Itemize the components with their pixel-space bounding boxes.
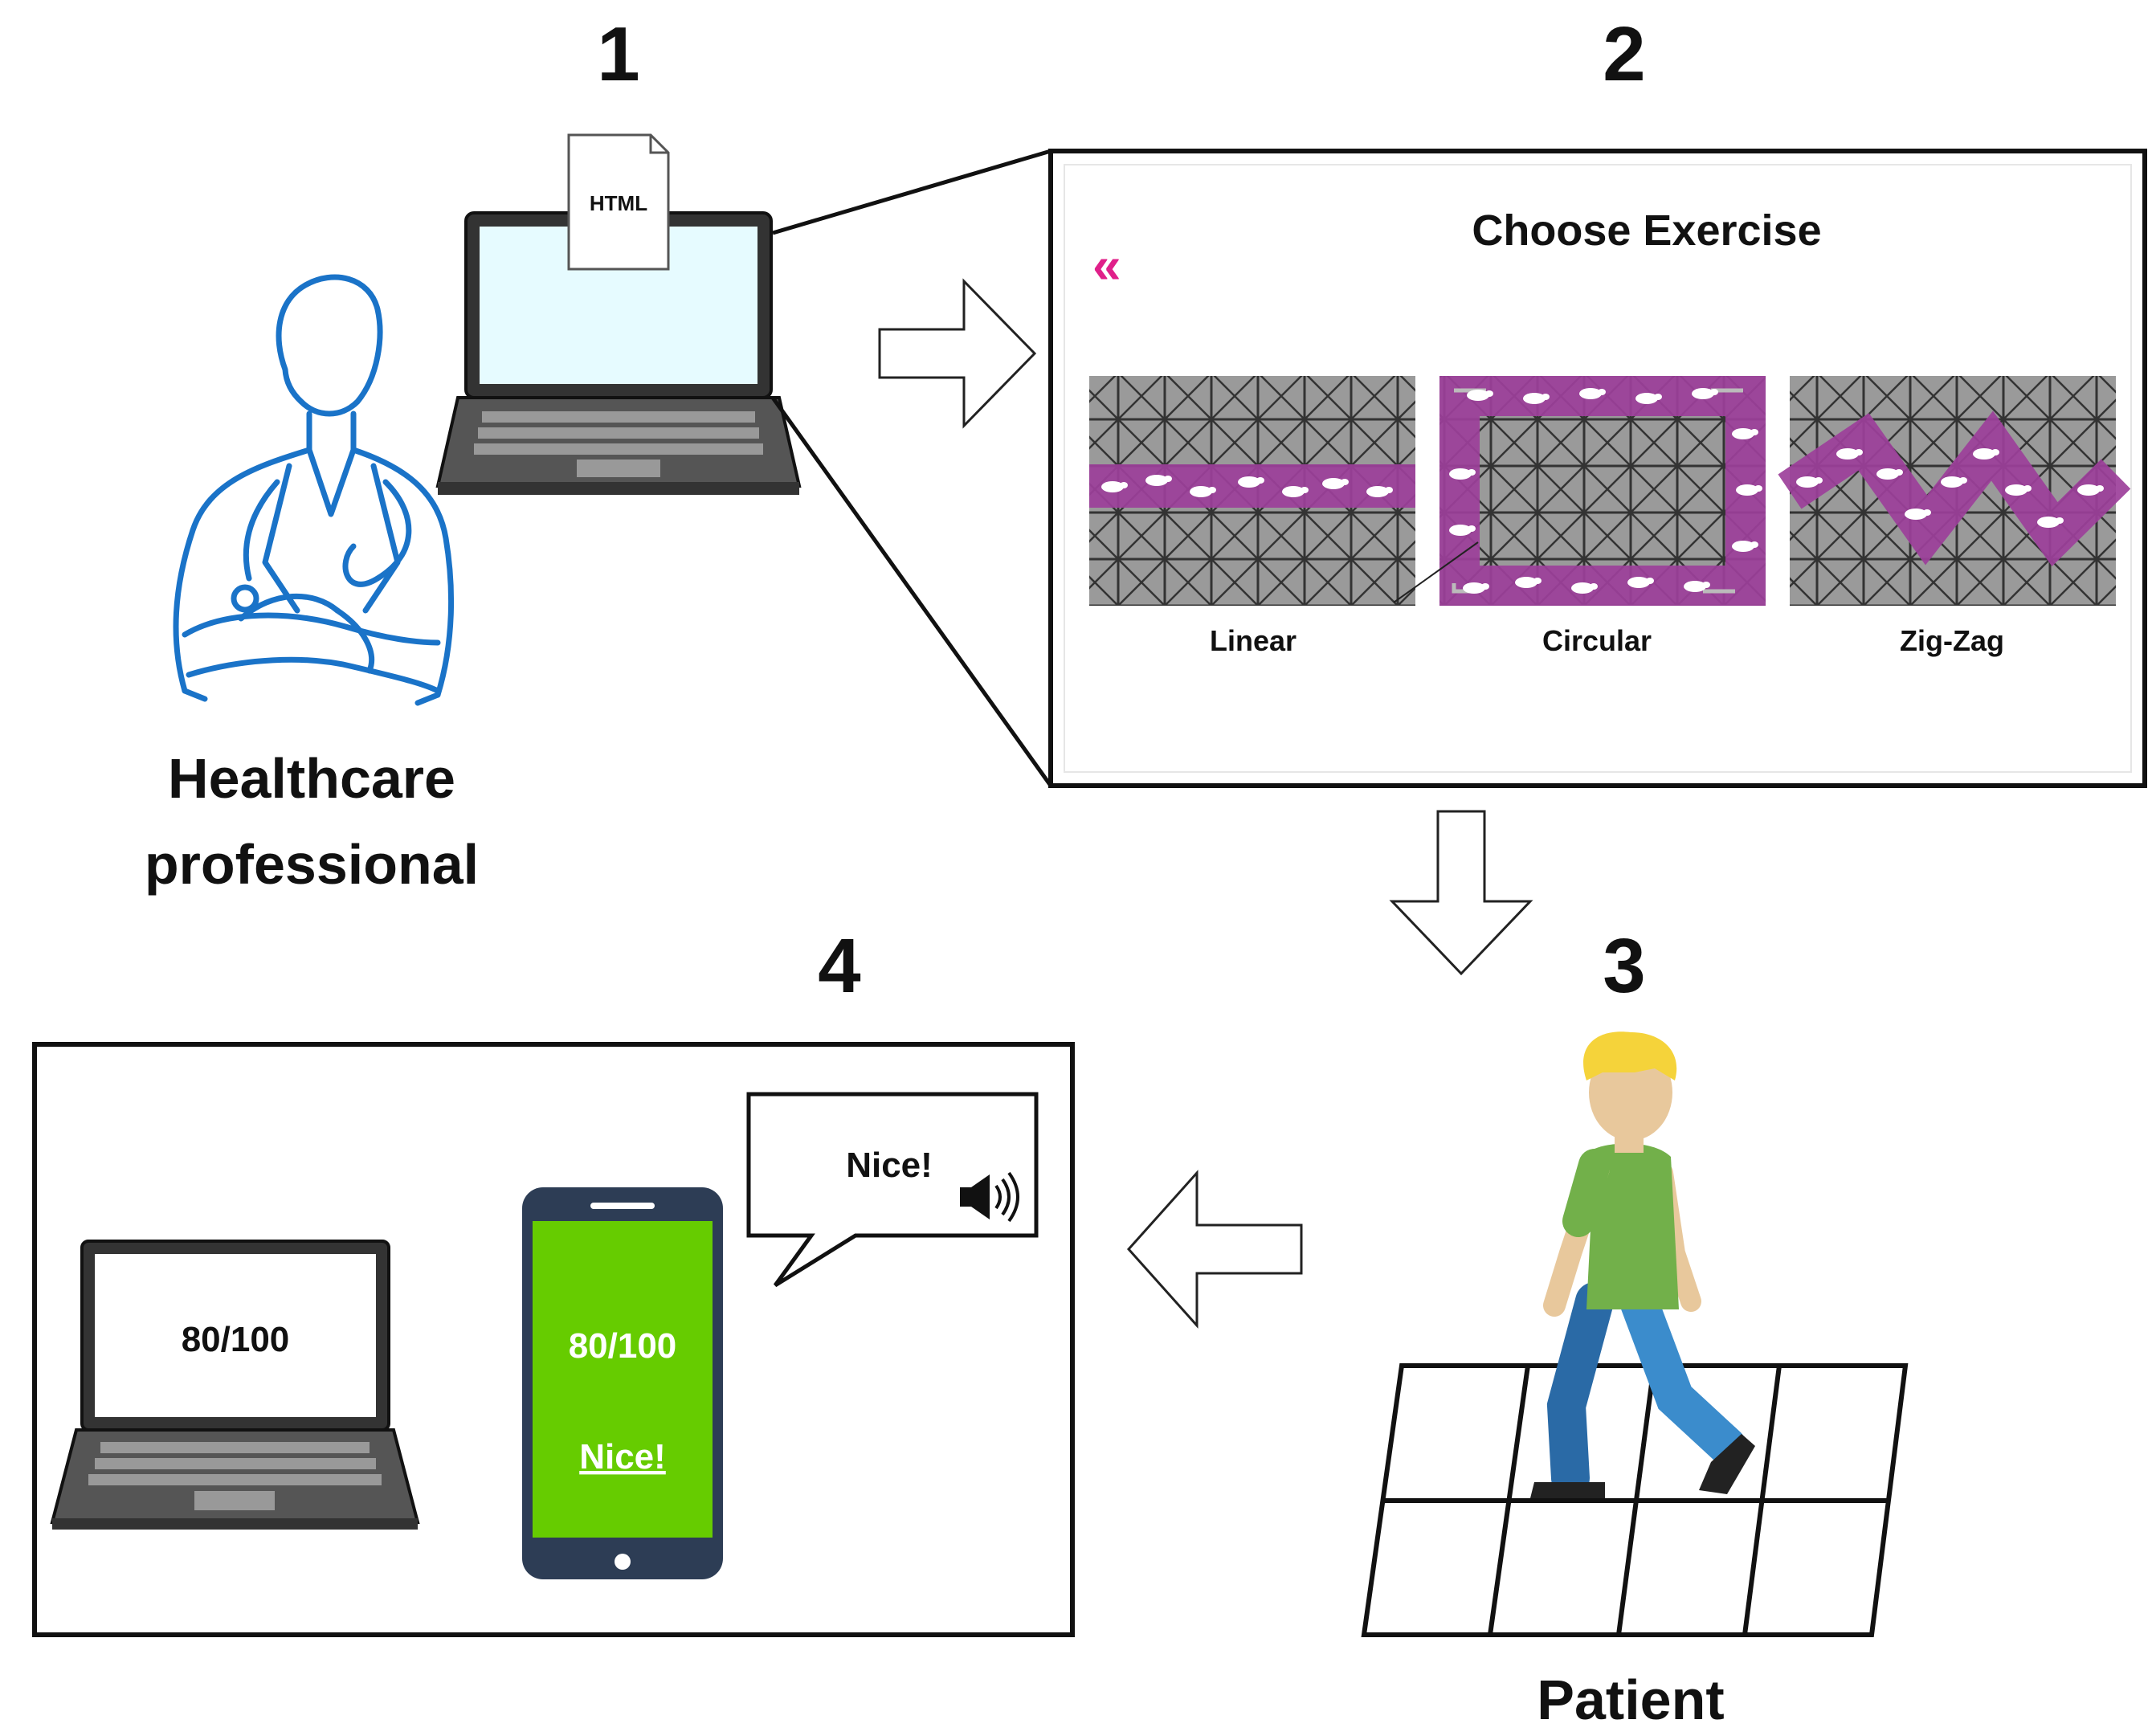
exercise-title: Choose Exercise xyxy=(1472,206,1821,255)
floor-grid xyxy=(1361,1363,1909,1637)
html-document-icon: HTML xyxy=(567,133,670,271)
patient-label: Patient xyxy=(1537,1669,1724,1731)
healthcare-label-line1: Healthcare xyxy=(168,747,455,810)
feedback-laptop: 80/100 xyxy=(50,1240,420,1530)
exercise-label-zigzag: Zig-Zag xyxy=(1900,624,2004,657)
exercise-option-linear[interactable]: Linear xyxy=(1089,376,1415,657)
zoom-line-top xyxy=(772,149,1051,235)
healthcare-label-line2: professional xyxy=(145,833,479,896)
step-number-2: 2 xyxy=(1603,11,1645,97)
exercise-label-linear: Linear xyxy=(1210,624,1297,657)
step-number-4: 4 xyxy=(818,923,860,1009)
feedback-panel: 80/100 80/100 Nice! Nice! xyxy=(32,1042,1075,1637)
speech-bubble: Nice! xyxy=(746,1092,1039,1288)
exercise-label-circular: Circular xyxy=(1542,624,1652,657)
html-document-label: HTML xyxy=(590,191,647,215)
laptop-score: 80/100 xyxy=(182,1320,290,1359)
doctor-icon xyxy=(173,274,455,706)
patient-figure xyxy=(1530,1031,1755,1498)
step-number-1: 1 xyxy=(597,11,639,97)
feedback-phone: 80/100 Nice! xyxy=(522,1187,723,1579)
exercise-option-circular[interactable]: Circular xyxy=(1393,376,1766,657)
arrow-left-icon xyxy=(1126,1170,1303,1329)
arrow-down-icon xyxy=(1389,810,1533,976)
back-chevron-icon[interactable]: « xyxy=(1092,236,1121,294)
bubble-text: Nice! xyxy=(846,1146,933,1185)
step-number-3: 3 xyxy=(1603,923,1645,1009)
exercise-panel: Choose Exercise « Linear xyxy=(1048,149,2147,788)
phone-score: 80/100 xyxy=(569,1326,677,1366)
phone-message: Nice! xyxy=(579,1437,666,1477)
speaker-icon xyxy=(960,1171,1019,1223)
healthcare-label: Healthcare professional xyxy=(145,747,479,896)
exercise-option-zigzag[interactable]: Zig-Zag xyxy=(1778,376,2131,657)
arrow-right-icon xyxy=(878,278,1037,429)
zoom-line-bottom xyxy=(770,396,1053,787)
